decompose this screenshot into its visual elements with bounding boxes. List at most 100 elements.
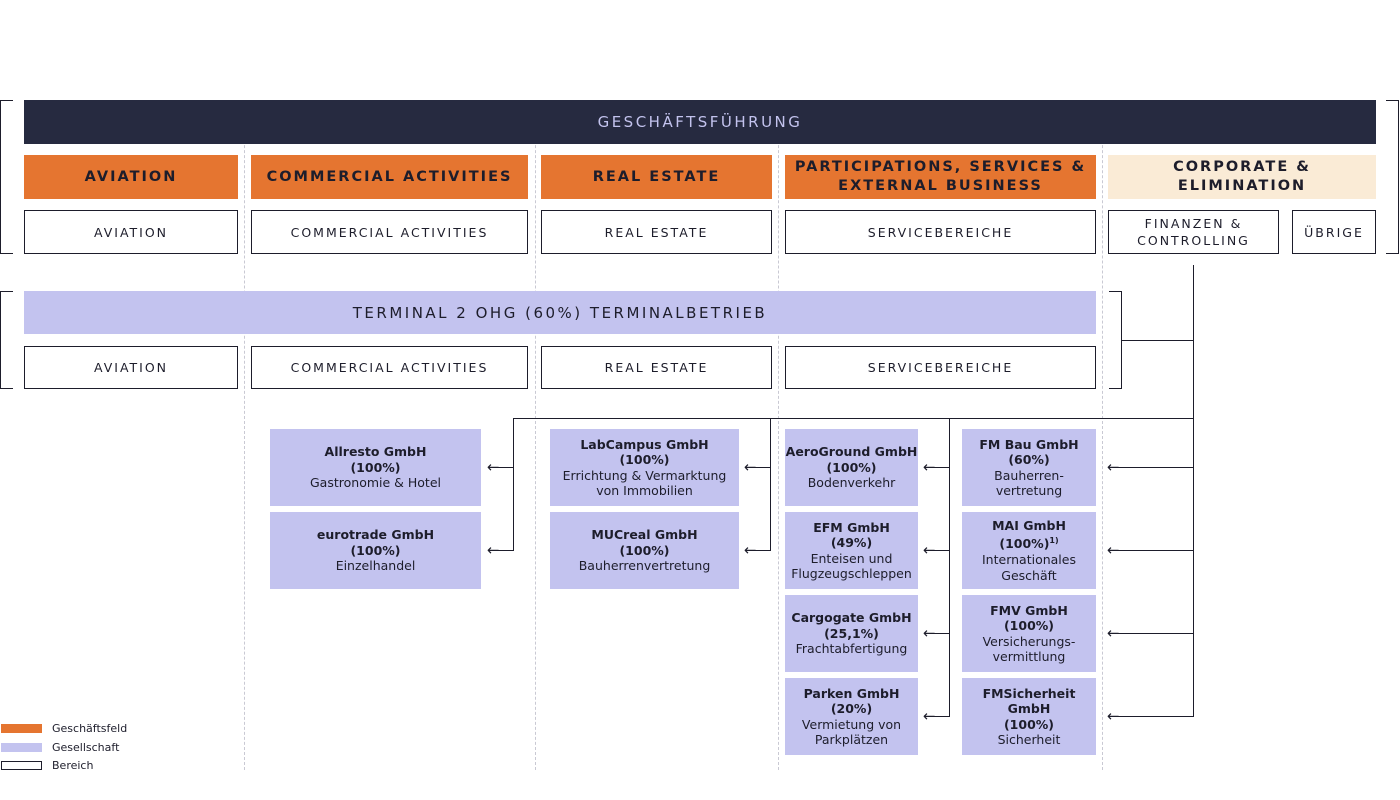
area-commercial-activities: COMMERCIAL ACTIVITIES	[251, 210, 528, 254]
company-fmsicherheit: FMSicherheit GmbH (100%) Sicherheit	[962, 678, 1096, 755]
arrow-left-icon: ←	[923, 458, 936, 476]
company-description: Parkplätzen	[814, 732, 889, 747]
management-header: GESCHÄFTSFÜHRUNG	[24, 100, 1376, 144]
arrow-left-icon: ←	[923, 541, 936, 559]
connector-line	[1116, 633, 1194, 634]
column-separator	[535, 100, 536, 770]
connector-line	[1116, 467, 1194, 468]
arrow-left-icon: ←	[1107, 458, 1120, 476]
connector-line	[770, 418, 771, 551]
company-share-wrap: (100%)1)	[999, 533, 1058, 552]
terminal-area-real-estate: REAL ESTATE	[541, 346, 772, 389]
arrow-left-icon: ←	[487, 541, 500, 559]
company-name: FM Bau GmbH	[979, 436, 1079, 452]
company-description: Einzelhandel	[335, 558, 416, 574]
area-other: ÜBRIGE	[1292, 210, 1376, 254]
company-share: (49%)	[830, 535, 873, 550]
connector-line	[1116, 716, 1194, 717]
area-real-estate: REAL ESTATE	[541, 210, 772, 254]
column-separator	[1102, 100, 1103, 770]
company-name: FMV GmbH	[990, 602, 1068, 618]
company-name: AeroGround GmbH	[785, 444, 918, 460]
company-share: (20%)	[830, 701, 873, 716]
company-description: von Immobilien	[596, 483, 693, 498]
company-labcampus: LabCampus GmbH (100%) Errichtung & Verma…	[550, 429, 739, 506]
group-bracket-terminal-left	[0, 291, 13, 389]
company-description: Versicherungs-	[982, 633, 1076, 649]
arrow-left-icon: ←	[744, 541, 757, 559]
legend-label-area: Bereich	[52, 759, 94, 772]
company-description: vermittlung	[992, 649, 1066, 664]
connector-line	[932, 716, 950, 717]
connector-line	[496, 550, 514, 551]
arrow-left-icon: ←	[487, 458, 500, 476]
company-name: Parken GmbH	[803, 685, 900, 701]
group-bracket-terminal-right	[1109, 291, 1122, 389]
arrow-left-icon: ←	[923, 624, 936, 642]
company-fm-bau: FM Bau GmbH (60%) Bauherren- vertretung	[962, 429, 1096, 506]
company-description: Bodenverkehr	[807, 475, 896, 491]
company-share: (100%)	[619, 452, 670, 467]
connector-line	[753, 550, 771, 551]
connector-line	[496, 467, 514, 468]
connector-line	[932, 467, 950, 468]
company-efm: EFM GmbH (49%) Enteisen und Flugzeugschl…	[785, 512, 918, 589]
connector-line	[513, 418, 1194, 419]
company-description: Internationales	[982, 552, 1076, 568]
company-aeroground: AeroGround GmbH (100%) Bodenverkehr	[785, 429, 918, 506]
area-finance-line1: FINANZEN &	[1144, 216, 1243, 231]
company-description: Frachtabfertigung	[795, 641, 908, 657]
segment-participations-line2: EXTERNAL BUSINESS	[838, 178, 1043, 194]
area-service-divisions: SERVICEBEREICHE	[785, 210, 1096, 254]
legend-label-business-field: Geschäftsfeld	[52, 722, 128, 735]
company-eurotrade: eurotrade GmbH (100%) Einzelhandel	[270, 512, 481, 589]
arrow-left-icon: ←	[1107, 624, 1120, 642]
connector-line	[949, 418, 950, 717]
segment-real-estate: REAL ESTATE	[541, 155, 772, 199]
company-description: Bauherrenvertretung	[578, 558, 711, 574]
connector-line	[1122, 340, 1194, 341]
company-share: (100%)	[350, 542, 401, 558]
arrow-left-icon: ←	[744, 458, 757, 476]
company-cargogate: Cargogate GmbH (25,1%) Frachtabfertigung	[785, 595, 918, 672]
company-description: vertretung	[995, 483, 1063, 498]
legend-swatch-company	[1, 743, 42, 752]
terminal-2-banner: TERMINAL 2 OHG (60%) TERMINALBETRIEB	[24, 291, 1096, 334]
connector-line	[753, 467, 771, 468]
company-name: Cargogate GmbH	[791, 610, 912, 626]
company-allresto: Allresto GmbH (100%) Gastronomie & Hotel	[270, 429, 481, 506]
company-description: Flugzeugschleppen	[791, 566, 912, 581]
company-share: (100%)	[999, 536, 1050, 552]
connector-line	[513, 418, 514, 551]
arrow-left-icon: ←	[1107, 541, 1120, 559]
company-parken: Parken GmbH (20%) Vermietung von Parkplä…	[785, 678, 918, 755]
legend-swatch-area	[1, 761, 42, 770]
connector-line	[932, 550, 950, 551]
company-share: (100%)	[1003, 716, 1055, 732]
connector-line	[1193, 265, 1194, 717]
column-separator	[244, 100, 245, 770]
company-share: (60%)	[1008, 452, 1050, 467]
segment-participations-line1: PARTICIPATIONS, SERVICES &	[794, 159, 1087, 175]
legend-label-company: Gesellschaft	[52, 741, 120, 754]
connector-line	[932, 633, 950, 634]
segment-corporate-line1: CORPORATE &	[1173, 159, 1311, 175]
company-share: (100%)	[619, 542, 670, 558]
column-separator	[778, 100, 779, 770]
company-description: Vermietung von	[801, 716, 902, 732]
terminal-area-commercial: COMMERCIAL ACTIVITIES	[251, 346, 528, 389]
company-name: MUCreal GmbH	[591, 527, 698, 543]
group-bracket-top-left	[0, 100, 13, 254]
company-description: Geschäft	[1001, 567, 1057, 583]
company-mucreal: MUCreal GmbH (100%) Bauherrenvertretung	[550, 512, 739, 589]
company-description: Bauherren-	[994, 467, 1064, 483]
group-bracket-top-right	[1386, 100, 1399, 254]
area-aviation: AVIATION	[24, 210, 238, 254]
segment-commercial-activities: COMMERCIAL ACTIVITIES	[251, 155, 528, 199]
terminal-area-aviation: AVIATION	[24, 346, 238, 389]
connector-line	[1116, 550, 1194, 551]
company-description: Sicherheit	[997, 732, 1061, 747]
company-fmv: FMV GmbH (100%) Versicherungs- vermittlu…	[962, 595, 1096, 672]
area-finance-line2: CONTROLLING	[1137, 233, 1250, 248]
company-name: eurotrade GmbH	[316, 527, 435, 543]
